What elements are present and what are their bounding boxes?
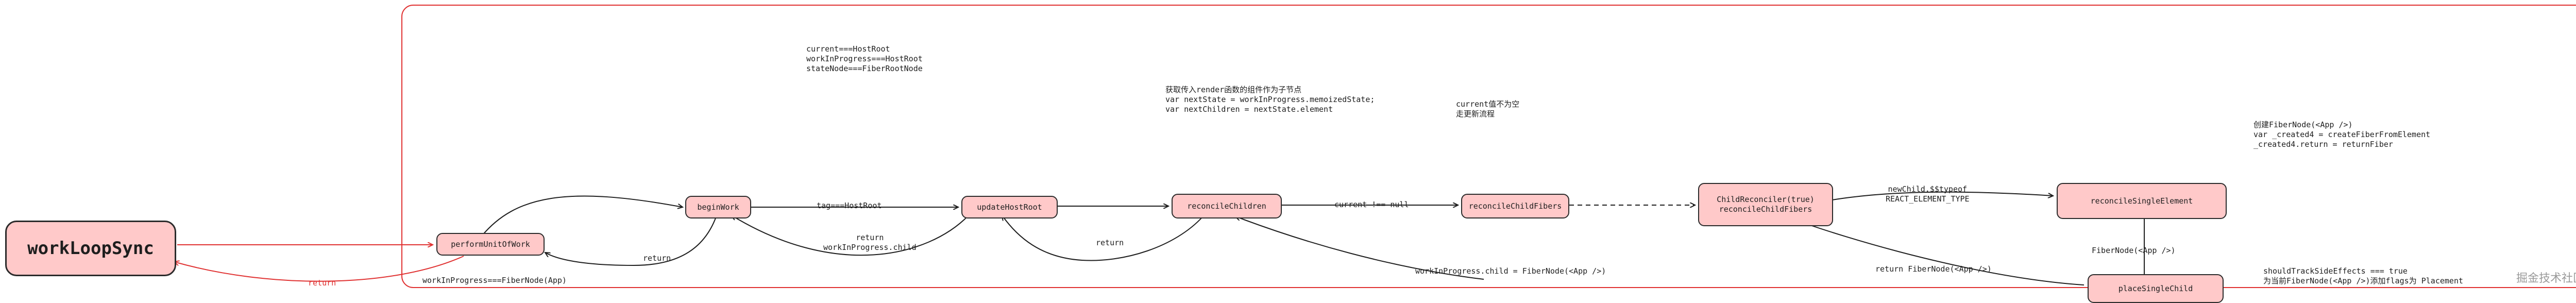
label-return-perform: return <box>643 254 671 263</box>
label-work-in-progress-app: workInProgress===FiberNode(App) <box>422 276 567 285</box>
node-begin-work: beginWork <box>685 196 751 218</box>
label-tag-host-root: tag===HostRoot <box>817 201 882 210</box>
note-current-state: current===HostRoot workInProgress===Host… <box>806 44 923 73</box>
node-child-reconciler: ChildReconciler(true) reconcileChildFibe… <box>1698 183 1833 226</box>
node-perform-unit-of-work: performUnitOfWork <box>436 233 545 256</box>
note-should-track-side-effects: shouldTrackSideEffects === true 为当前Fiber… <box>2263 266 2464 285</box>
node-work-loop-sync: workLoopSync <box>5 221 176 276</box>
arrow-reconcilechildfibers-return-to-reconcilechildren <box>1235 216 1484 280</box>
label-return-work-in-progress-child: return workInProgress.child <box>823 233 917 252</box>
note-current-not-empty: current值不为空 走更新流程 <box>1456 99 1520 119</box>
label-return-update: return <box>1096 238 1124 247</box>
node-reconcile-single-element: reconcileSingleElement <box>2057 183 2227 219</box>
note-create-fiber: 创建FiberNode(<App />) var _created4 = cre… <box>2253 120 2431 149</box>
arrow-perform-return-to-worklooop <box>174 256 464 282</box>
label-fiber-node-app-down: FiberNode(<App />) <box>2092 246 2176 255</box>
arrow-perform-to-beginwork <box>481 195 683 237</box>
label-new-child-type: newChild.$$typeof REACT_ELEMENT_TYPE <box>1886 184 1970 204</box>
label-current-not-null: current !== null <box>1334 200 1409 209</box>
hand-drawn-frame <box>401 5 2576 288</box>
note-render-children: 获取传入render函数的组件作为子节点 var nextState = wor… <box>1165 85 1375 114</box>
flow-diagram: workLoopSync performUnitOfWork beginWork… <box>0 5 2576 303</box>
watermark: 掘金技术社区 @ 嘟嘟六大 <box>2516 272 2576 285</box>
arrow-updatehostroot-return-to-beginwork <box>732 215 969 256</box>
arrow-beginwork-return-to-perform <box>545 213 718 266</box>
arrow-placesinglechild-return-to-childreconciler <box>1783 215 2084 285</box>
node-reconcile-children: reconcileChildren <box>1172 194 1282 218</box>
arrow-reconcilechildren-return-to-updatehostroot <box>1002 215 1204 261</box>
label-return-left: return <box>308 278 336 288</box>
label-work-in-progress-child-fiber: workInProgress.child = FiberNode(<App />… <box>1415 266 1606 276</box>
arrow-childreconciler-to-reconcilesingleelement <box>1832 191 2053 200</box>
diagram-edges <box>0 5 2576 293</box>
node-reconcile-child-fibers: reconcileChildFibers <box>1461 194 1569 218</box>
node-update-host-root: updateHostRoot <box>961 196 1058 218</box>
label-return-fiber-node-app: return FiberNode(<App />) <box>1875 264 1992 274</box>
node-place-single-child: placeSingleChild <box>2088 274 2224 303</box>
